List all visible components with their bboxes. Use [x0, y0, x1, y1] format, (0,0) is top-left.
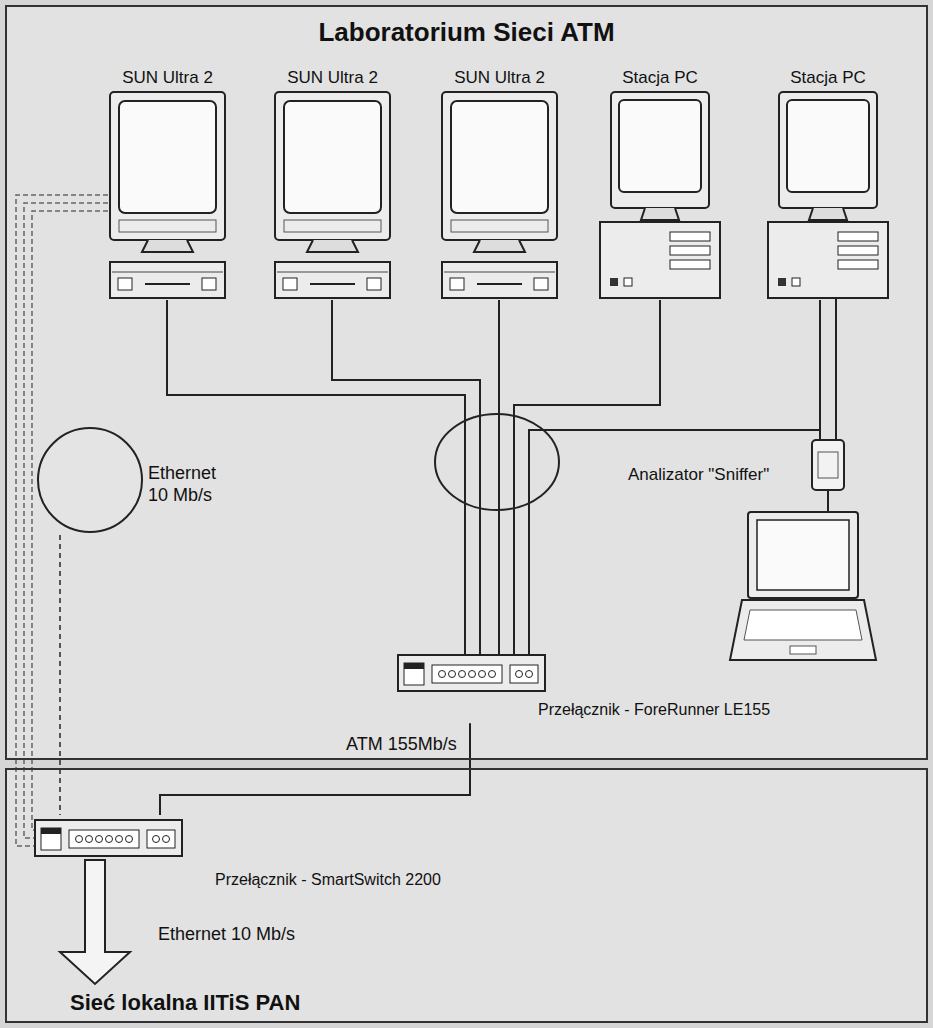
- sun-monitor: [442, 92, 557, 252]
- forerunner-switch: [398, 655, 545, 691]
- pc-monitor: [611, 92, 709, 220]
- ethernet-cloud: [38, 428, 142, 532]
- pc-case: [600, 222, 720, 298]
- panel-title: Laboratorium Sieci ATM: [5, 17, 928, 48]
- pc-case: [768, 222, 888, 298]
- lab-panel: Laboratorium Sieci ATM SUN Ultra 2 SUN Ult…: [5, 5, 928, 760]
- ethernet-segment: Ethernet 10 Mb/s: [40, 425, 240, 535]
- pc-station: Stacja PC: [763, 68, 897, 300]
- sniffer-analyzer: Analizator "Sniffer": [628, 465, 878, 665]
- node-label: Ethernet 10 Mb/s: [148, 463, 236, 506]
- node-label: Przełącznik - ForeRunner LE155: [538, 700, 770, 719]
- network-link: [529, 300, 820, 655]
- node-label: SUN Ultra 2: [270, 68, 395, 88]
- panel-title: Sieć lokalna IITiS PAN: [70, 990, 300, 1016]
- tap-splitter: [812, 440, 844, 490]
- sniffer-cable: [827, 490, 829, 512]
- lan-panel-ground: [5, 768, 928, 1023]
- uplink-arrow: [60, 860, 130, 984]
- pc-monitor: [779, 92, 877, 220]
- network-link: [59, 535, 61, 815]
- node-label: Stacja PC: [763, 68, 893, 88]
- tap-splitter-detail: [818, 452, 838, 478]
- node-label: SUN Ultra 2: [437, 68, 562, 88]
- lan-switch: Przełącznik - SmartSwitch 2200: [35, 815, 505, 893]
- sun-monitor: [110, 92, 225, 252]
- link-label: ATM 155Mb/s: [343, 734, 460, 756]
- laptop: [730, 512, 876, 660]
- pc-cable: [835, 298, 837, 440]
- node-label: Przełącznik - SmartSwitch 2200: [215, 870, 441, 889]
- node-label: SUN Ultra 2: [105, 68, 230, 88]
- atm-cloud: [435, 414, 559, 510]
- sun-monitor: [275, 92, 390, 252]
- pc-cable: [819, 430, 821, 440]
- lab-panel-ground: [5, 5, 928, 760]
- sun-workstation: [275, 262, 390, 298]
- network-link: [332, 300, 480, 655]
- sun-station: SUN Ultra 2: [105, 68, 234, 300]
- smartswitch-device: [35, 820, 182, 856]
- lan-panel: Sieć lokalna IITiS PAN Przełącznik - Smar…: [5, 768, 928, 1023]
- node-label: Analizator "Sniffer": [628, 465, 769, 485]
- network-link: [498, 300, 500, 655]
- link-label: Ethernet 10 Mb/s: [155, 924, 298, 946]
- pc-station: Stacja PC: [598, 68, 726, 300]
- sun-station: SUN Ultra 2: [270, 68, 399, 300]
- sun-workstation: [442, 262, 557, 298]
- sun-workstation: [110, 262, 225, 298]
- sun-station: SUN Ultra 2: [437, 68, 566, 300]
- network-link: [160, 723, 470, 815]
- atm-switch: Przełącznik - ForeRunner LE155: [398, 655, 805, 723]
- node-label: Stacja PC: [598, 68, 722, 88]
